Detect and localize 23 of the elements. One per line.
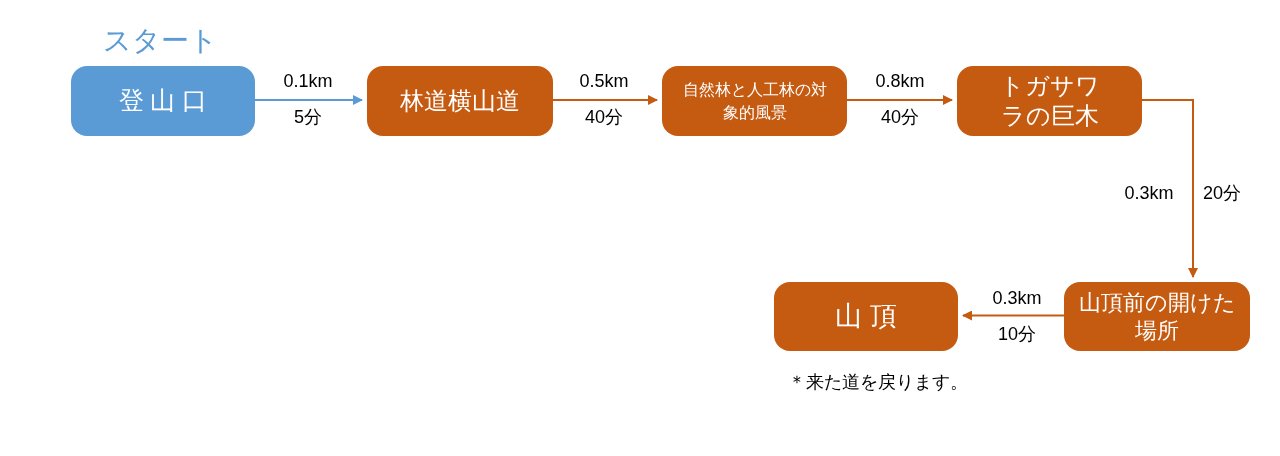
time-label: 5分 — [293, 106, 323, 128]
time-label: 40分 — [880, 106, 920, 128]
arrow — [1141, 99, 1198, 278]
node-label: 自然林と人工林の対象的風景 — [681, 80, 828, 123]
process-box — [662, 66, 847, 136]
node-label: 林道横山道 — [400, 86, 520, 116]
time-label: 10分 — [997, 323, 1037, 345]
process-box — [367, 66, 553, 136]
process-box — [957, 66, 1142, 136]
arrow — [962, 310, 1065, 321]
process-box — [774, 282, 958, 351]
start-heading: スタート — [103, 24, 218, 58]
node-label: 登 山 口 — [118, 85, 208, 117]
time-label: 40分 — [584, 106, 624, 128]
node-label: 山頂前の開けた場所 — [1077, 288, 1237, 345]
arrow — [254, 95, 363, 105]
arrow — [552, 95, 658, 105]
node-label: トガサワラの巨木 — [998, 71, 1101, 131]
process-box — [1064, 282, 1250, 351]
node-label: 山 頂 — [835, 300, 897, 334]
time-label: 20分 — [1203, 182, 1243, 204]
arrow — [846, 95, 953, 105]
note-text: ＊来た道を戻ります。 — [788, 371, 969, 393]
